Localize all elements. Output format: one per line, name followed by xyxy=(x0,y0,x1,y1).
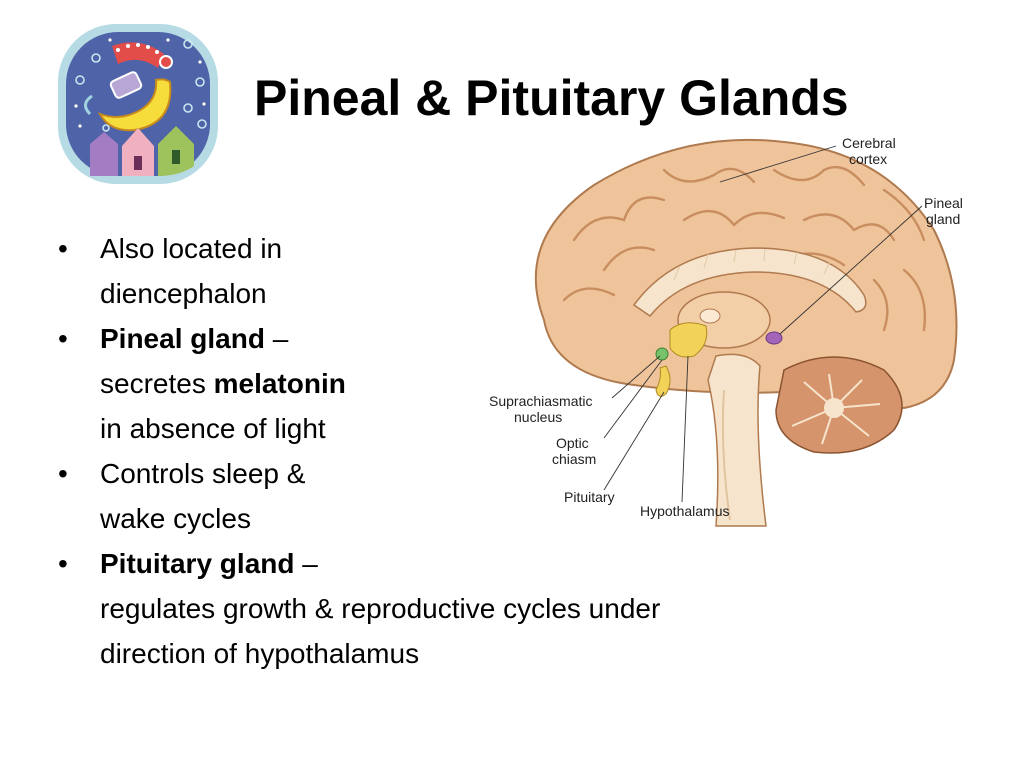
pineal-gland xyxy=(765,331,783,345)
bullet-line: in absence of light xyxy=(100,406,818,451)
slide-title: Pineal & Pituitary Glands xyxy=(254,70,849,126)
pituitary xyxy=(655,365,671,397)
label-optic-1: Optic xyxy=(556,435,589,451)
bullet-item: • Controls sleep & wake cycles xyxy=(58,451,818,541)
label-pituitary: Pituitary xyxy=(564,489,615,505)
bullet-line: wake cycles xyxy=(100,496,818,541)
bullet-item: • Pituitary gland – regulates growth & rep… xyxy=(58,541,818,676)
brain-sagittal-diagram: Cerebral cortex Pineal gland Suprachiasm… xyxy=(489,135,963,527)
bullet-marker: • xyxy=(58,233,68,264)
bullet-line: Also located in xyxy=(100,226,818,271)
hypothalamus xyxy=(669,322,708,358)
label-scn-2: nucleus xyxy=(514,409,562,425)
corpus-callosum xyxy=(632,247,867,318)
bullet-list: • Also located in diencephalon • Pineal glan… xyxy=(58,226,818,676)
bullet-text: – xyxy=(264,323,289,354)
bullet-text: Controls sleep & xyxy=(100,458,306,489)
bullet-text: secretes xyxy=(100,368,214,399)
bullet-text: direction of hypothalamus xyxy=(100,638,420,669)
bullet-text: regulates growth & reproductive cycles u… xyxy=(100,593,661,624)
bullet-line: Pituitary gland – xyxy=(100,541,818,586)
bullet-text: diencephalon xyxy=(100,278,267,309)
label-cerebral-2: cortex xyxy=(849,151,887,167)
bullet-marker: • xyxy=(58,458,68,489)
bullet-text: wake cycles xyxy=(100,503,251,534)
bullet-text-bold: melatonin xyxy=(213,368,346,399)
label-pineal-1: Pineal xyxy=(924,195,963,211)
bullet-line: Pineal gland – xyxy=(100,316,818,361)
bullet-text-bold: Pineal gland xyxy=(100,323,265,354)
label-pineal-2: gland xyxy=(926,211,960,227)
brainstem xyxy=(707,353,767,527)
moon-houses-mosaic-icon xyxy=(58,24,218,184)
label-scn-1: Suprachiasmatic xyxy=(489,393,593,409)
bullet-marker: • xyxy=(58,323,68,354)
bullet-line: regulates growth & reproductive cycles u… xyxy=(100,586,818,631)
bullet-item: • Also located in diencephalon xyxy=(58,226,818,316)
bullet-text: – xyxy=(294,548,318,579)
bullet-text-bold: Pituitary gland xyxy=(100,548,295,579)
bullet-line: Controls sleep & xyxy=(100,451,818,496)
label-cerebral-1: Cerebral xyxy=(842,135,896,151)
bullet-text: Also located in xyxy=(100,233,283,264)
bullet-text: in absence of light xyxy=(100,413,326,444)
label-optic-2: chiasm xyxy=(552,451,596,467)
bullet-line: direction of hypothalamus xyxy=(100,631,818,676)
bullet-line: secretes melatonin xyxy=(100,361,818,406)
label-hypothalamus: Hypothalamus xyxy=(640,503,730,519)
bullet-line: diencephalon xyxy=(100,271,818,316)
bullet-marker: • xyxy=(58,548,68,579)
